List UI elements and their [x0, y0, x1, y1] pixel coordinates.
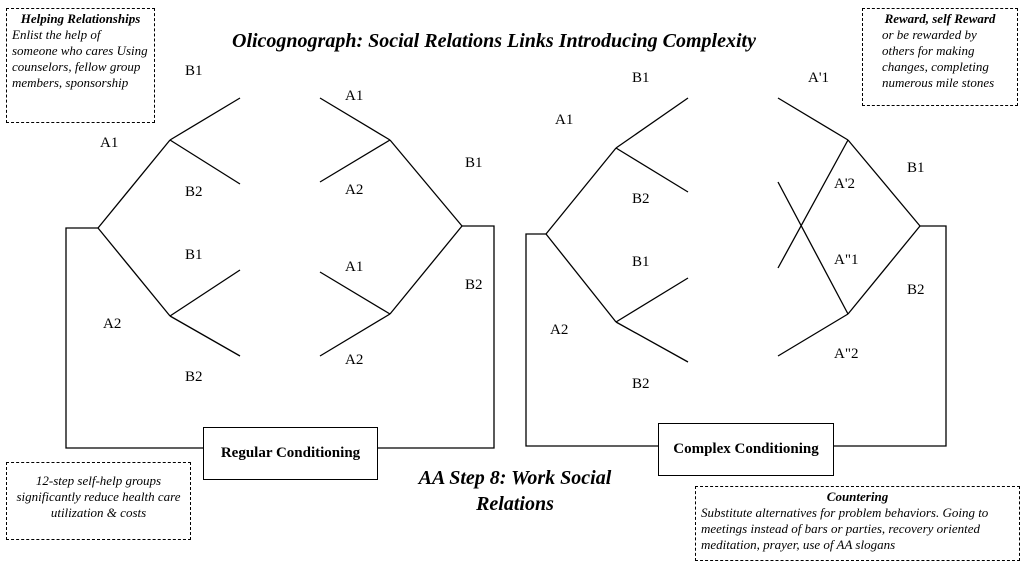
- node-label: B2: [632, 191, 650, 207]
- node-label: A"1: [834, 252, 859, 268]
- connector-line: [389, 139, 463, 227]
- node-label: B2: [185, 369, 203, 385]
- complex-conditioning-box: Complex Conditioning: [658, 423, 834, 476]
- connector-line: [389, 225, 463, 315]
- note-body: Substitute alternatives for problem beha…: [701, 505, 989, 552]
- connector-line: [615, 277, 689, 323]
- self-help-groups-note: 12-step self-help groups significantly r…: [6, 462, 191, 540]
- node-label: B2: [907, 282, 925, 298]
- note-title: Helping Relationships: [20, 11, 141, 26]
- node-label: B1: [632, 254, 650, 270]
- node-label: A2: [345, 182, 364, 198]
- connector-line: [169, 139, 241, 185]
- node-label: B1: [632, 70, 650, 86]
- note-body: 12-step self-help groups significantly r…: [16, 473, 181, 520]
- diagram-subtitle: AA Step 8: Work Social Relations: [418, 467, 612, 515]
- note-title: Reward, self Reward: [884, 11, 996, 26]
- connector-line: [777, 139, 849, 269]
- node-label: A2: [103, 316, 122, 332]
- connector-line: [319, 97, 391, 141]
- connector-line: [615, 97, 689, 149]
- connector-line: [777, 313, 849, 357]
- node-label: A1: [345, 259, 364, 275]
- connector-line: [545, 147, 617, 235]
- node-label: A'2: [834, 176, 856, 192]
- node-label: A1: [555, 112, 574, 128]
- loop-line: [65, 227, 203, 449]
- connector-line: [169, 315, 241, 357]
- node-label: B2: [632, 376, 650, 392]
- node-label: B1: [907, 160, 925, 176]
- connector-line: [97, 227, 171, 317]
- connector-line: [545, 233, 617, 323]
- node-label: B1: [185, 247, 203, 263]
- node-label: A"2: [834, 346, 859, 362]
- node-label: A'1: [808, 70, 830, 86]
- regular-conditioning-box: Regular Conditioning: [203, 427, 378, 480]
- node-label: A2: [345, 352, 364, 368]
- connector-line: [169, 269, 241, 317]
- reward-note: Reward, self Reward or be rewarded by ot…: [862, 8, 1018, 106]
- connector-line: [615, 321, 689, 363]
- connector-line: [777, 181, 849, 315]
- connector-line: [615, 147, 689, 193]
- node-label: B2: [465, 277, 483, 293]
- connector-line: [319, 139, 391, 183]
- note-body: or be rewarded by others for making chan…: [882, 27, 995, 90]
- node-label: B1: [185, 63, 203, 79]
- note-title: Countering: [826, 489, 889, 504]
- node-label: A1: [100, 135, 119, 151]
- connector-line: [319, 313, 391, 357]
- loop-line: [378, 225, 495, 449]
- connector-line: [847, 225, 921, 315]
- connector-line: [847, 139, 921, 227]
- note-body: Enlist the help of someone who cares Usi…: [12, 27, 148, 90]
- node-label: A2: [550, 322, 569, 338]
- helping-relationships-note: Helping Relationships Enlist the help of…: [6, 8, 155, 123]
- connector-line: [319, 271, 391, 315]
- node-label: B2: [185, 184, 203, 200]
- node-label: B1: [465, 155, 483, 171]
- countering-note: Countering Substitute alternatives for p…: [695, 486, 1020, 561]
- node-label: A1: [345, 88, 364, 104]
- loop-line: [834, 225, 947, 447]
- loop-line: [525, 233, 658, 447]
- connector-line: [169, 97, 241, 141]
- connector-line: [777, 97, 849, 141]
- connector-line: [97, 139, 171, 229]
- diagram-title: Olicognograph: Social Relations Links In…: [232, 30, 756, 52]
